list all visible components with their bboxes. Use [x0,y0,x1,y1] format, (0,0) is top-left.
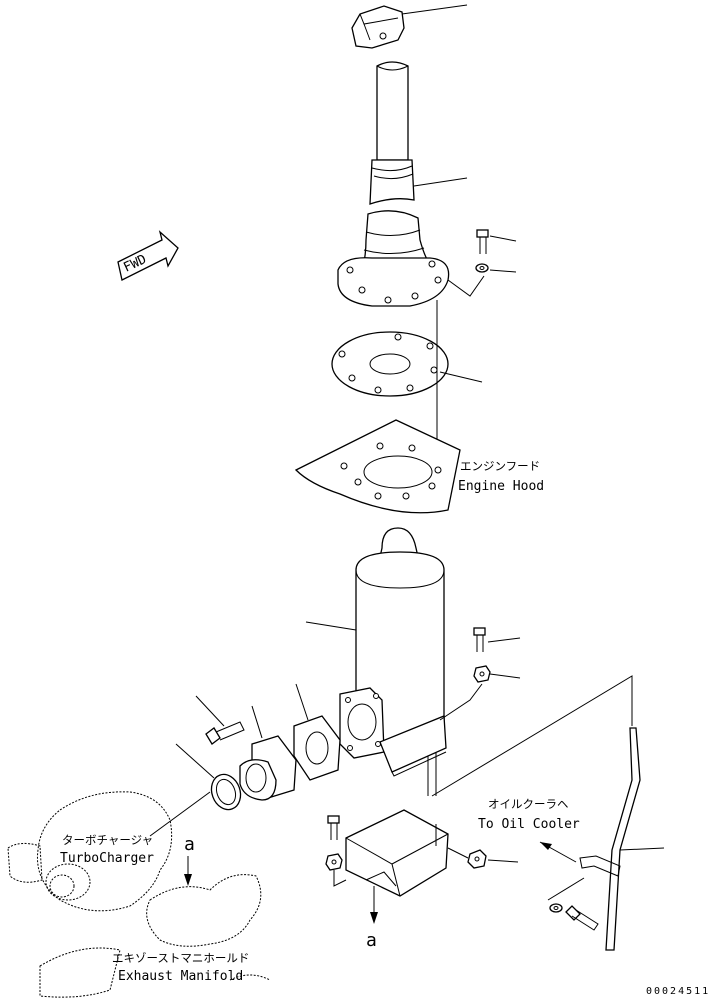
down-arrow-icon [184,856,192,886]
turbocharger [7,791,211,912]
lower-bracket [345,809,449,897]
clamp-ring [175,743,242,811]
oil-cooler-arrow-icon [539,841,577,863]
engine-hood-label-jp: エンジンフード [460,459,540,473]
manifold-label-jp: エキゾーストマニホールド [112,951,249,965]
oil-cooler-label-jp: オイルクーラヘ [488,797,569,811]
square-gasket [293,683,341,781]
reference-a-top: a [184,834,195,855]
bracket-washer [325,853,343,871]
engine-hood-label-en: Engine Hood [458,479,544,494]
turbocharger-label-jp: ターボチャージャ [62,833,153,847]
forward-arrow-icon: FWD [117,230,179,281]
stack-flange [337,257,450,307]
oil-cooler-leader [431,675,633,797]
bracket-nut [447,847,519,869]
down-arrow-icon [370,886,378,924]
drawing-number: 00024511 [646,986,710,997]
muffler-bolt-leader [439,683,483,721]
reference-a-bottom: a [366,930,377,951]
bracket-bolt [327,815,340,840]
pipe-bolt-leader [547,877,585,901]
muffler-inlet-port [339,687,385,759]
turbocharger-label-en: TurboCharger [60,851,154,866]
gasket [331,331,483,397]
adapter-flange [239,705,297,801]
adapter-bolt [195,695,245,745]
oil-cooler-pipe [579,727,665,951]
muffler-bolt [473,627,521,652]
bracket-leader [333,870,347,887]
exhaust-pipe [361,61,468,273]
oil-cooler-label-en: To Oil Cooler [478,817,580,832]
exhaust-manifold [39,874,271,998]
muffler-mount-bracket [379,715,447,796]
manifold-label-en: Exhaust Manifold [118,969,243,984]
muffler-nut [473,665,521,683]
flange-washer [475,263,517,273]
flange-bolt [476,229,517,254]
pipe-bolt [565,905,599,931]
engine-hood-plate [294,419,461,514]
rain-cap [351,4,468,49]
pipe-washer [549,903,563,913]
bolt-leader [447,275,485,297]
